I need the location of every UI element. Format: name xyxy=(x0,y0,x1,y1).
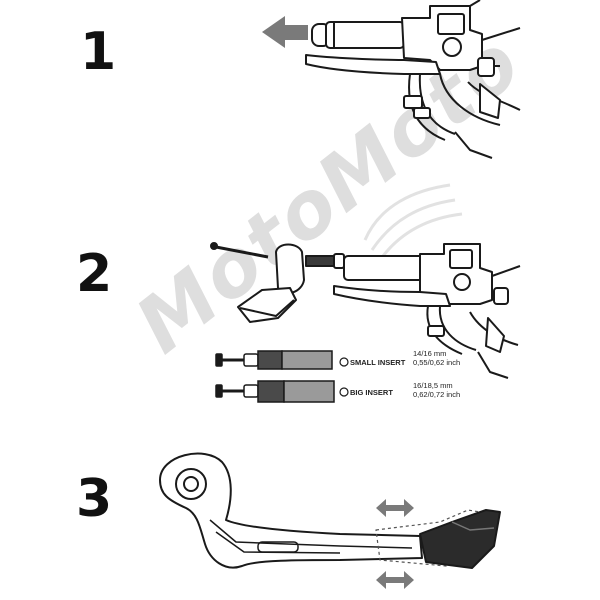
previous-position-outline xyxy=(375,509,481,567)
brake-lever xyxy=(333,285,451,307)
adjust-arrow-top xyxy=(376,499,414,517)
insert-screw xyxy=(305,255,337,267)
small-insert-marker xyxy=(339,357,349,367)
big-insert-size-inch: 0,62/0,72 inch xyxy=(413,390,461,399)
small-insert-size-mm: 14/16 mm xyxy=(413,349,447,358)
remove-direction-arrow xyxy=(262,16,308,48)
step-number-3: 3 xyxy=(76,469,113,529)
step-number-1: 1 xyxy=(80,22,117,82)
step2-illustration xyxy=(210,242,521,379)
step-number-2: 2 xyxy=(76,244,113,304)
small-insert-size-inch: 0,55/0,62 inch xyxy=(413,358,461,367)
watermark-swoosh xyxy=(363,183,463,261)
adjust-arrows xyxy=(376,499,414,589)
big-insert-marker xyxy=(339,387,349,397)
big-insert-label: BIG INSERT xyxy=(350,388,393,397)
step1-illustration xyxy=(262,0,521,159)
step3-illustration xyxy=(159,452,501,569)
adapter-body xyxy=(275,243,305,295)
grip xyxy=(325,21,405,49)
big-insert xyxy=(215,380,335,403)
small-insert-label: SMALL INSERT xyxy=(350,358,406,367)
long-bolt xyxy=(215,245,269,259)
grip xyxy=(343,255,425,281)
guard-head xyxy=(419,509,501,569)
lever-guard-piece xyxy=(237,287,297,323)
adjust-arrow-bottom xyxy=(376,571,414,589)
big-insert-size-mm: 16/18,5 mm xyxy=(413,381,453,390)
small-insert xyxy=(215,350,333,370)
